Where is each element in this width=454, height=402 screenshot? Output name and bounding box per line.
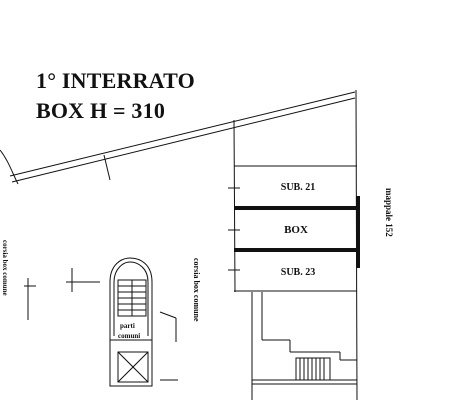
boundary-corner: [0, 149, 19, 185]
corsia-left-label: corsia box comune: [1, 240, 9, 296]
property-boundary-upper: [9, 91, 356, 177]
boundary-tick: [103, 154, 111, 181]
property-boundary-lower: [11, 97, 356, 183]
box-label: BOX: [284, 224, 308, 236]
mappale-label: mappale 152: [384, 188, 394, 237]
sub21-label: SUB. 21: [281, 182, 315, 193]
stair-small: [295, 357, 331, 381]
comuni-label: comuni: [118, 332, 140, 340]
sub23-label: SUB. 23: [281, 267, 315, 278]
corsia-center-label: corsia box comune: [192, 258, 201, 322]
stairwell: [109, 257, 153, 340]
floor-title: 1° INTERRATO: [36, 68, 195, 93]
box-height-title: BOX H = 310: [36, 98, 166, 123]
elevator-shaft: [117, 351, 149, 383]
parti-label: parti: [120, 322, 135, 330]
